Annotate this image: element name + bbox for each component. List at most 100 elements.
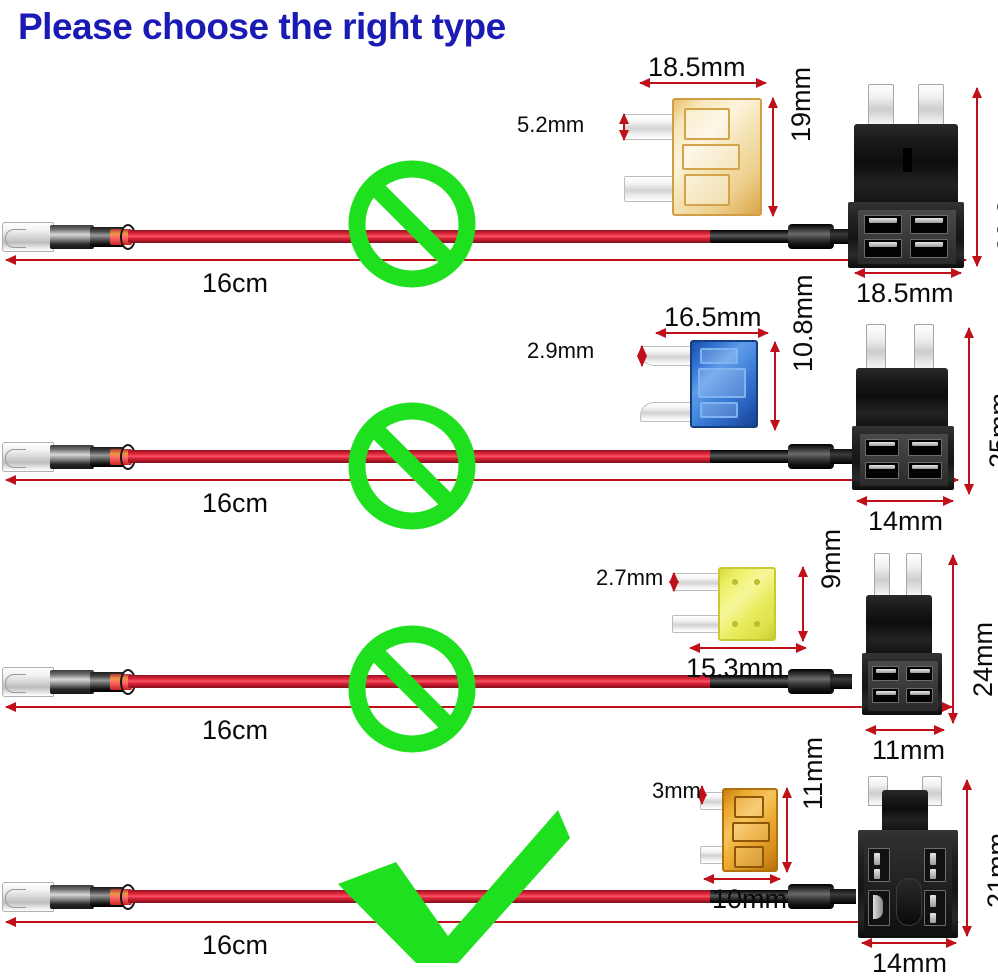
wire-length-dimension-line: [5, 475, 959, 485]
port-contact: [869, 442, 895, 446]
holder-blade-left: [874, 553, 890, 599]
port-contact: [869, 218, 897, 223]
black-wire: [710, 675, 792, 688]
port-contact: [930, 913, 936, 923]
holder-width-label: 14mm: [872, 948, 948, 978]
fuse-width-dimension-line: [639, 78, 767, 88]
holder-blade-right: [914, 324, 934, 372]
fuse-height-dimension-line: [770, 341, 780, 431]
holder-height-dimension-line: [962, 779, 972, 937]
holder-width-dimension-line: [856, 496, 954, 506]
holder-wire-neck: [830, 674, 852, 689]
wire-length-dimension-line: [5, 255, 967, 265]
port-contact: [910, 669, 930, 673]
fuse-prong-top: [624, 114, 680, 140]
holder-port-4: [908, 462, 942, 479]
holder-width-label: 14mm: [868, 506, 944, 536]
holder-top-body: [882, 790, 928, 832]
holder-wire-neck: [830, 889, 856, 904]
wire-boot: [788, 224, 834, 249]
holder-height-label: 24mm: [968, 621, 998, 697]
holder-width-dimension-line: [865, 725, 945, 735]
terminal-crimp: [50, 225, 94, 249]
holder-port-1: [872, 666, 899, 681]
holder-wire-neck: [830, 449, 852, 464]
red-wire: [128, 450, 713, 463]
fuse-height-dimension-line: [768, 97, 778, 217]
product-row-2: 16cm 16.5mm 10.8mm 2.9mm: [0, 274, 998, 545]
holder-port-2: [908, 439, 942, 456]
holder-center-barrel: [896, 878, 922, 926]
fuse-height-label: 11mm: [798, 736, 828, 810]
fuse-contact-dot: [732, 579, 738, 585]
holder-height-label: 25mm: [984, 392, 998, 468]
terminal-crimp: [50, 445, 94, 469]
fuse-width-dimension-line: [689, 643, 807, 653]
page-title: Please choose the right type: [18, 6, 506, 47]
fuse-height-label: 9mm: [816, 529, 846, 589]
port-contact: [915, 218, 943, 223]
fuse-inner-tab-bottom: [684, 174, 730, 206]
checkmark-icon: [330, 808, 580, 968]
holder-width-label: 11mm: [872, 735, 946, 765]
prohibition-icon: [346, 400, 478, 532]
holder-port-4: [906, 688, 933, 703]
wire-length-label: 16cm: [202, 715, 269, 745]
fuse-blade-thickness-label: 2.9mm: [527, 338, 595, 363]
wire-length-label: 16cm: [202, 488, 269, 518]
wire-length-dimension-line: [5, 702, 953, 712]
fuse-height-label: 10.8mm: [788, 274, 818, 372]
holder-port-1: [868, 848, 890, 882]
fuse-blade-thickness-line: [619, 113, 629, 141]
red-wire: [128, 675, 713, 688]
fuse-blade-thickness-label: 3mm: [652, 778, 701, 803]
holder-height-dimension-line: [964, 327, 974, 495]
holder-height-dimension-line: [972, 87, 982, 267]
fuse-body: [718, 567, 776, 641]
holder-top-body: [856, 368, 948, 430]
port-contact: [915, 242, 943, 247]
prohibition-icon: [346, 623, 478, 755]
port-contact: [876, 669, 896, 673]
prohibition-icon: [346, 158, 478, 290]
black-wire: [710, 890, 792, 903]
holder-width-label: 18.5mm: [856, 278, 954, 308]
port-contact: [873, 895, 883, 919]
fuse-blade-thickness-line: [669, 572, 679, 592]
terminal-blade: [2, 882, 54, 912]
fuse-prong-bottom: [624, 176, 680, 202]
holder-port-4: [924, 890, 946, 926]
fuse-contact-dot: [754, 621, 760, 627]
holder-port-3: [865, 462, 899, 479]
port-contact: [874, 853, 880, 865]
fuse-blade-thickness-label: 5.2mm: [517, 112, 585, 137]
port-contact: [912, 465, 938, 469]
wire-length-label: 16cm: [202, 268, 269, 298]
fuse-body: [722, 788, 778, 872]
holder-port-4: [910, 239, 948, 258]
holder-blade-left: [866, 324, 886, 372]
holder-port-2: [924, 848, 946, 882]
black-wire: [710, 230, 792, 243]
terminal-crimp: [50, 670, 94, 694]
holder-port-2: [910, 215, 948, 234]
port-contact: [876, 691, 896, 695]
fuse-contact-dot: [732, 621, 738, 627]
fuse-inner-tab-top: [684, 108, 730, 140]
terminal-blade: [2, 442, 54, 472]
fuse-width-label: 16.5mm: [664, 302, 762, 332]
fuse-body: [690, 340, 758, 428]
fuse-inner-tab-mid: [698, 368, 746, 398]
port-contact: [912, 442, 938, 446]
fuse-body: [672, 98, 762, 216]
port-contact: [874, 869, 880, 879]
holder-width-dimension-line: [861, 938, 957, 948]
holder-face-plate: [860, 434, 948, 486]
holder-height-dimension-line: [948, 554, 958, 724]
fuse-inner-tab-top: [734, 796, 764, 818]
port-contact: [930, 869, 936, 879]
holder-face-plate: [858, 210, 956, 264]
port-contact: [869, 242, 897, 247]
wire-length-label: 16cm: [202, 930, 269, 960]
fuse-width-dimension-line: [703, 874, 781, 884]
